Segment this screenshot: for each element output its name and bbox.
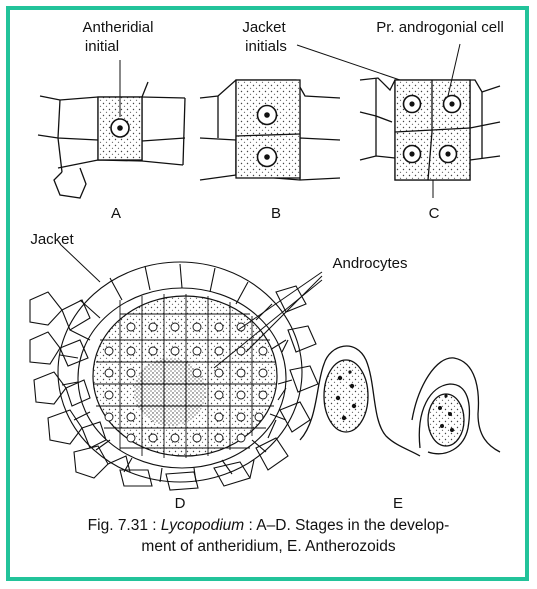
panel-a-nucleus [111, 119, 129, 137]
panel-a-drawing [38, 82, 185, 198]
jacket-initials-line2: initials [245, 38, 287, 55]
figure-caption: Fig. 7.31 : Lycopodium : A–D. Stages in … [14, 515, 523, 557]
panel-e-label: E [393, 495, 403, 512]
androcyte-dense-core [134, 358, 206, 426]
jacket-initials-pointer [297, 45, 400, 80]
antherozoid-right [412, 358, 500, 454]
panel-a-label: A [111, 205, 121, 222]
panel-c-drawing [360, 78, 500, 180]
caption-genus: Lycopodium [161, 517, 244, 534]
caption-line2: ment of antheridium, E. Antherozoids [14, 536, 523, 557]
antheridial-label-line1: Antheridial [83, 19, 154, 36]
jacket-pointer [60, 244, 100, 282]
antheridial-label-line2: initial [85, 38, 119, 55]
caption-text1: : A–D. Stages in the develop- [249, 517, 450, 534]
caption-fig-no: Fig. 7.31 : [88, 517, 157, 534]
caption-line1: Fig. 7.31 : Lycopodium : A–D. Stages in … [14, 515, 523, 536]
androgonial-label: Pr. androgonial cell [376, 19, 504, 36]
panel-b-label: B [271, 205, 281, 222]
jacket-initials-line1: Jacket [242, 19, 286, 36]
jacket-label: Jacket [30, 231, 74, 248]
panel-d-label: D [175, 495, 186, 512]
androcytes-label: Androcytes [332, 255, 407, 272]
panel-c-label: C [429, 205, 440, 222]
antherozoid-left [300, 346, 420, 456]
